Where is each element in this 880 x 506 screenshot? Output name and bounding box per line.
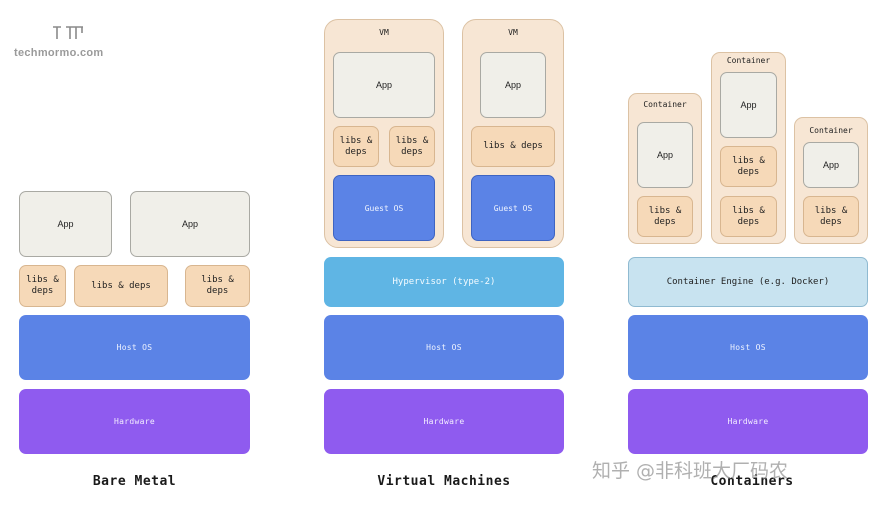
bare-metal-libs-2: libs & deps bbox=[74, 265, 168, 307]
vm-2-libs-1: libs & deps bbox=[471, 126, 555, 167]
vm-caption: Virtual Machines bbox=[377, 474, 511, 489]
bare-metal-host-os: Host OS bbox=[19, 315, 250, 380]
hypervisor: Hypervisor (type-2) bbox=[324, 257, 564, 307]
vm-2-title: VM bbox=[508, 28, 518, 37]
container-engine: Container Engine (e.g. Docker) bbox=[628, 257, 868, 307]
container-1-title: Container bbox=[643, 100, 687, 109]
containers-caption: Containers bbox=[710, 474, 794, 489]
bare-metal-libs-1: libs & deps bbox=[19, 265, 66, 307]
container-2-libs-2: libs & deps bbox=[720, 196, 777, 237]
vm-host-os: Host OS bbox=[324, 315, 564, 380]
vm-hardware: Hardware bbox=[324, 389, 564, 454]
container-3-libs: libs & deps bbox=[803, 196, 859, 237]
bare-metal-libs-3: libs & deps bbox=[185, 265, 250, 307]
containers-host-os: Host OS bbox=[628, 315, 868, 380]
vm-1-libs-1: libs & deps bbox=[333, 126, 379, 167]
container-3-title: Container bbox=[809, 126, 853, 135]
container-3-app: App bbox=[803, 142, 859, 188]
vm-2-app: App bbox=[480, 52, 546, 118]
vm-1-app: App bbox=[333, 52, 435, 118]
bare-metal-caption: Bare Metal bbox=[92, 474, 177, 489]
bare-metal-app-1: App bbox=[19, 191, 112, 257]
logo-text: techmormo.com bbox=[14, 47, 104, 59]
vm-1-guest-os: Guest OS bbox=[333, 175, 435, 241]
container-1-libs: libs & deps bbox=[637, 196, 693, 237]
techmormo-logo-icon bbox=[53, 26, 83, 39]
vm-1-title: VM bbox=[379, 28, 389, 37]
bare-metal-app-2: App bbox=[130, 191, 250, 257]
zhihu-watermark: 知乎 @非科班大厂码农 bbox=[592, 460, 789, 482]
container-1-app: App bbox=[637, 122, 693, 188]
container-2-title: Container bbox=[726, 56, 771, 65]
container-2-libs-1: libs & deps bbox=[720, 146, 777, 187]
containers-hardware: Hardware bbox=[628, 389, 868, 454]
vm-2-guest-os: Guest OS bbox=[471, 175, 555, 241]
bare-metal-hardware: Hardware bbox=[19, 389, 250, 454]
vm-1-libs-2: libs & deps bbox=[389, 126, 435, 167]
container-2-app: App bbox=[720, 72, 777, 138]
